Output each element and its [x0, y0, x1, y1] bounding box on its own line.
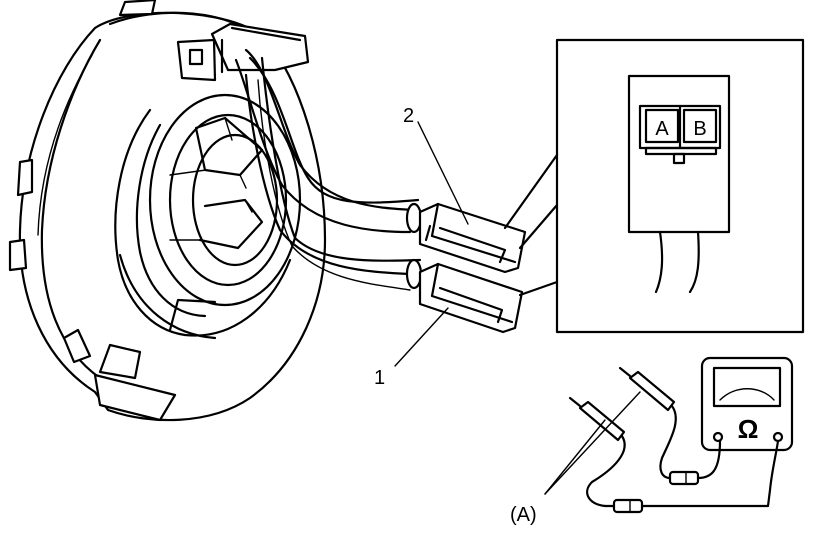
terminal-b-label: B: [693, 118, 706, 140]
connector-2: [418, 202, 527, 274]
connector-1: [418, 262, 524, 334]
ohmmeter: Ω: [700, 356, 794, 452]
harness-cables: [234, 48, 423, 291]
callout-leader-2: [417, 121, 469, 225]
callout-1: 1: [374, 367, 385, 389]
meter-jack-left: [712, 431, 724, 443]
test-leads: [568, 366, 780, 514]
contact-coil: [8, 0, 327, 422]
callout-probes: (A): [510, 504, 537, 526]
callout-leader-a-2: [544, 391, 641, 495]
callout-2: 2: [403, 105, 414, 127]
callout-leader-1: [394, 307, 449, 367]
connector-detail-inset: A B: [503, 38, 805, 334]
ohm-symbol: Ω: [738, 414, 759, 444]
terminal-a-label: A: [655, 118, 669, 140]
callout-leader-a-1: [544, 419, 606, 495]
